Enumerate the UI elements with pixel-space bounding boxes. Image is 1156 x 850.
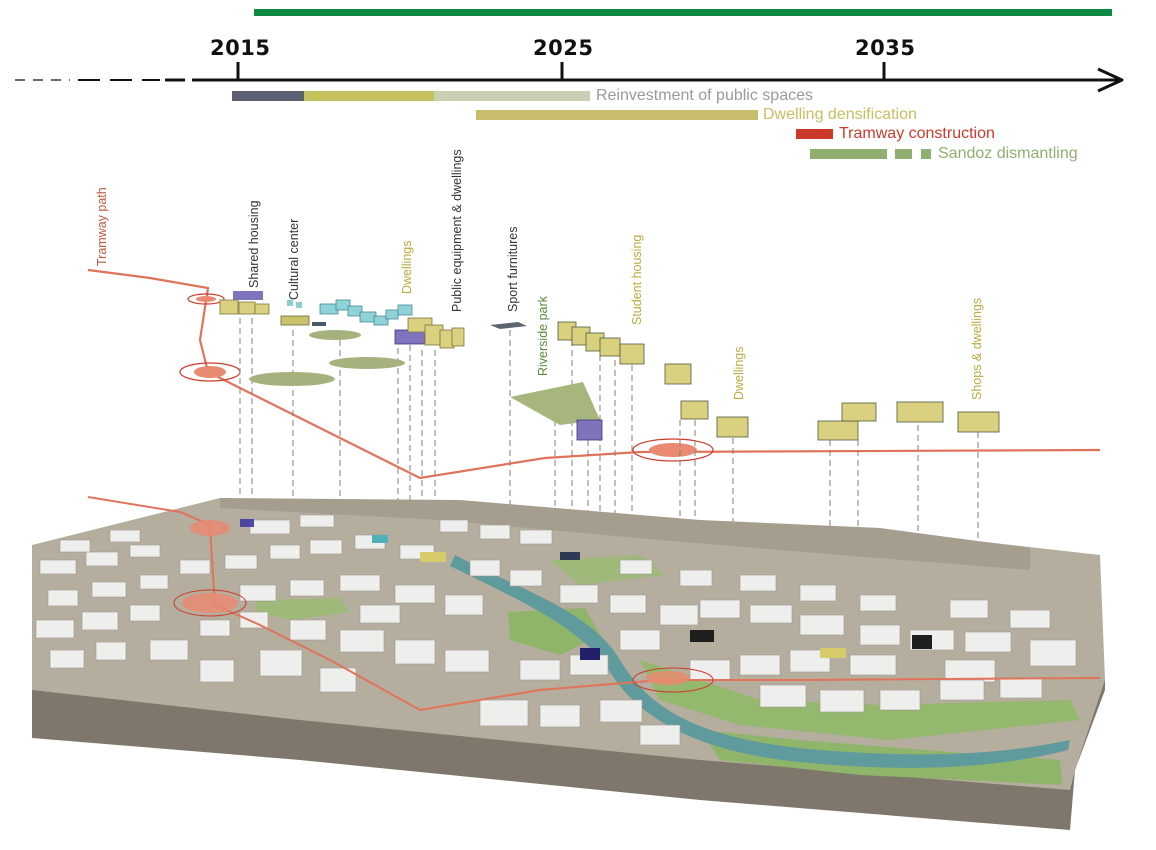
label-shared-housing: Shared housing (247, 200, 261, 288)
phase-bar-sandoz-3 (921, 149, 931, 159)
phase-bar-sandoz-2 (895, 149, 912, 159)
axis-arrow-icon (1097, 67, 1124, 93)
top-green-bar (254, 9, 1112, 16)
year-label-2035: 2035 (855, 36, 916, 60)
phase-bar-densification (476, 110, 758, 120)
label-student-housing: Student housing (630, 234, 644, 325)
label-dwellings-2: Dwellings (732, 346, 746, 401)
label-riverside-park: Riverside park (536, 296, 550, 376)
year-label-2025: 2025 (533, 36, 594, 60)
label-public-equipment: Public equipment & dwellings (450, 149, 464, 312)
phase-bars (232, 91, 931, 159)
phase-label-sandoz: Sandoz dismantling (938, 145, 1078, 162)
timeline-axis (15, 62, 1124, 93)
phase-label-reinvestment: Reinvestment of public spaces (596, 87, 813, 104)
phase-bar-tramway (796, 129, 833, 139)
label-dwellings-1: Dwellings (400, 240, 414, 295)
label-tramway-path: Tramway path (95, 187, 109, 266)
phase-bar-reinvestment-2 (304, 91, 434, 101)
floating-projects (219, 291, 1000, 441)
tramway-stations-upper (179, 293, 714, 462)
urban-model (32, 496, 1105, 830)
phase-bar-sandoz-1 (810, 149, 887, 159)
label-cultural-center: Cultural center (287, 218, 301, 300)
connector-lines (239, 318, 979, 540)
phase-label-densification: Dwelling densification (763, 106, 917, 123)
phase-bar-reinvestment-1 (232, 91, 304, 101)
year-label-2015: 2015 (210, 36, 271, 60)
phase-label-tramway: Tramway construction (839, 125, 995, 142)
label-sport-furnitures: Sport furnitures (506, 226, 520, 312)
phase-bar-reinvestment-3 (434, 91, 590, 101)
label-shops-dwellings: Shops & dwellings (970, 297, 984, 400)
